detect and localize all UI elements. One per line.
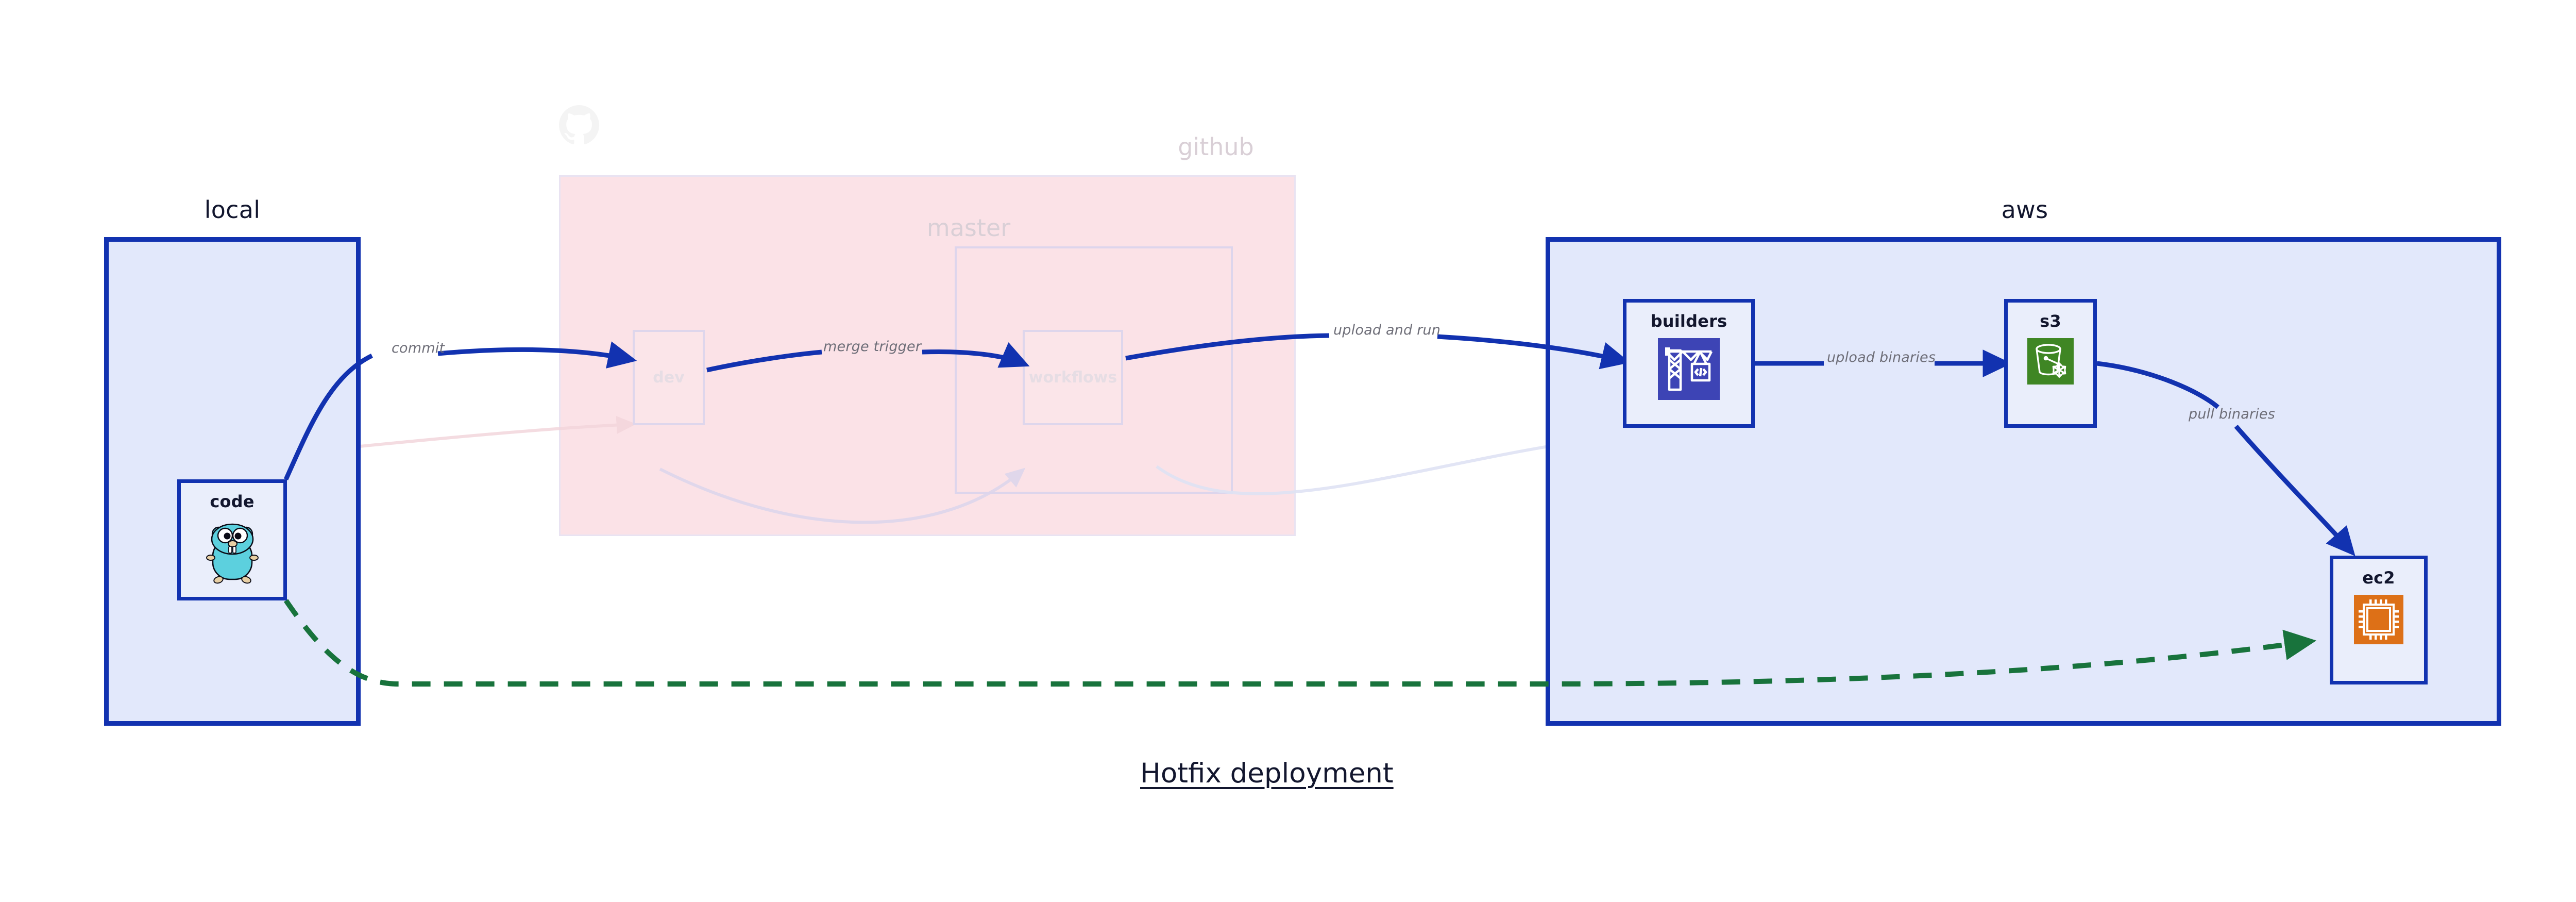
- node-builders-label: builders: [1650, 311, 1727, 331]
- node-code-label: code: [210, 492, 255, 511]
- github-cluster-title: github: [1178, 133, 1254, 161]
- node-dev[interactable]: dev: [633, 330, 705, 425]
- node-code[interactable]: code: [177, 479, 287, 600]
- edge-label-upload-and-run: upload and run: [1333, 322, 1441, 338]
- node-workflows-label: workflows: [1028, 369, 1117, 387]
- local-cluster-title: local: [204, 196, 261, 224]
- go-gopher-icon: [204, 519, 261, 588]
- node-ec2-label: ec2: [2362, 568, 2395, 588]
- node-workflows[interactable]: workflows: [1023, 330, 1123, 425]
- node-s3-label: s3: [2040, 311, 2061, 331]
- edge-label-pull-binaries: pull binaries: [2189, 406, 2276, 422]
- node-ec2[interactable]: ec2: [2330, 556, 2428, 684]
- node-builders[interactable]: builders: [1623, 299, 1755, 428]
- node-dev-label: dev: [653, 369, 685, 387]
- diagram-title: Hotfix deployment: [1140, 758, 1394, 789]
- edge-label-commit: commit: [392, 340, 445, 356]
- edge-label-upload-binaries: upload binaries: [1827, 349, 1936, 365]
- master-container: [955, 246, 1233, 494]
- aws-cluster-title: aws: [2001, 196, 2048, 224]
- node-s3[interactable]: s3: [2004, 299, 2097, 428]
- master-cluster-title: master: [926, 214, 1011, 242]
- aws-ec2-cpu-chip-icon: [2354, 595, 2403, 646]
- aws-codebuild-crane-icon: [1658, 338, 1720, 402]
- aws-s3-bucket-snowflake-icon: [2027, 338, 2074, 387]
- edge-label-merge-trigger: merge trigger: [823, 339, 922, 355]
